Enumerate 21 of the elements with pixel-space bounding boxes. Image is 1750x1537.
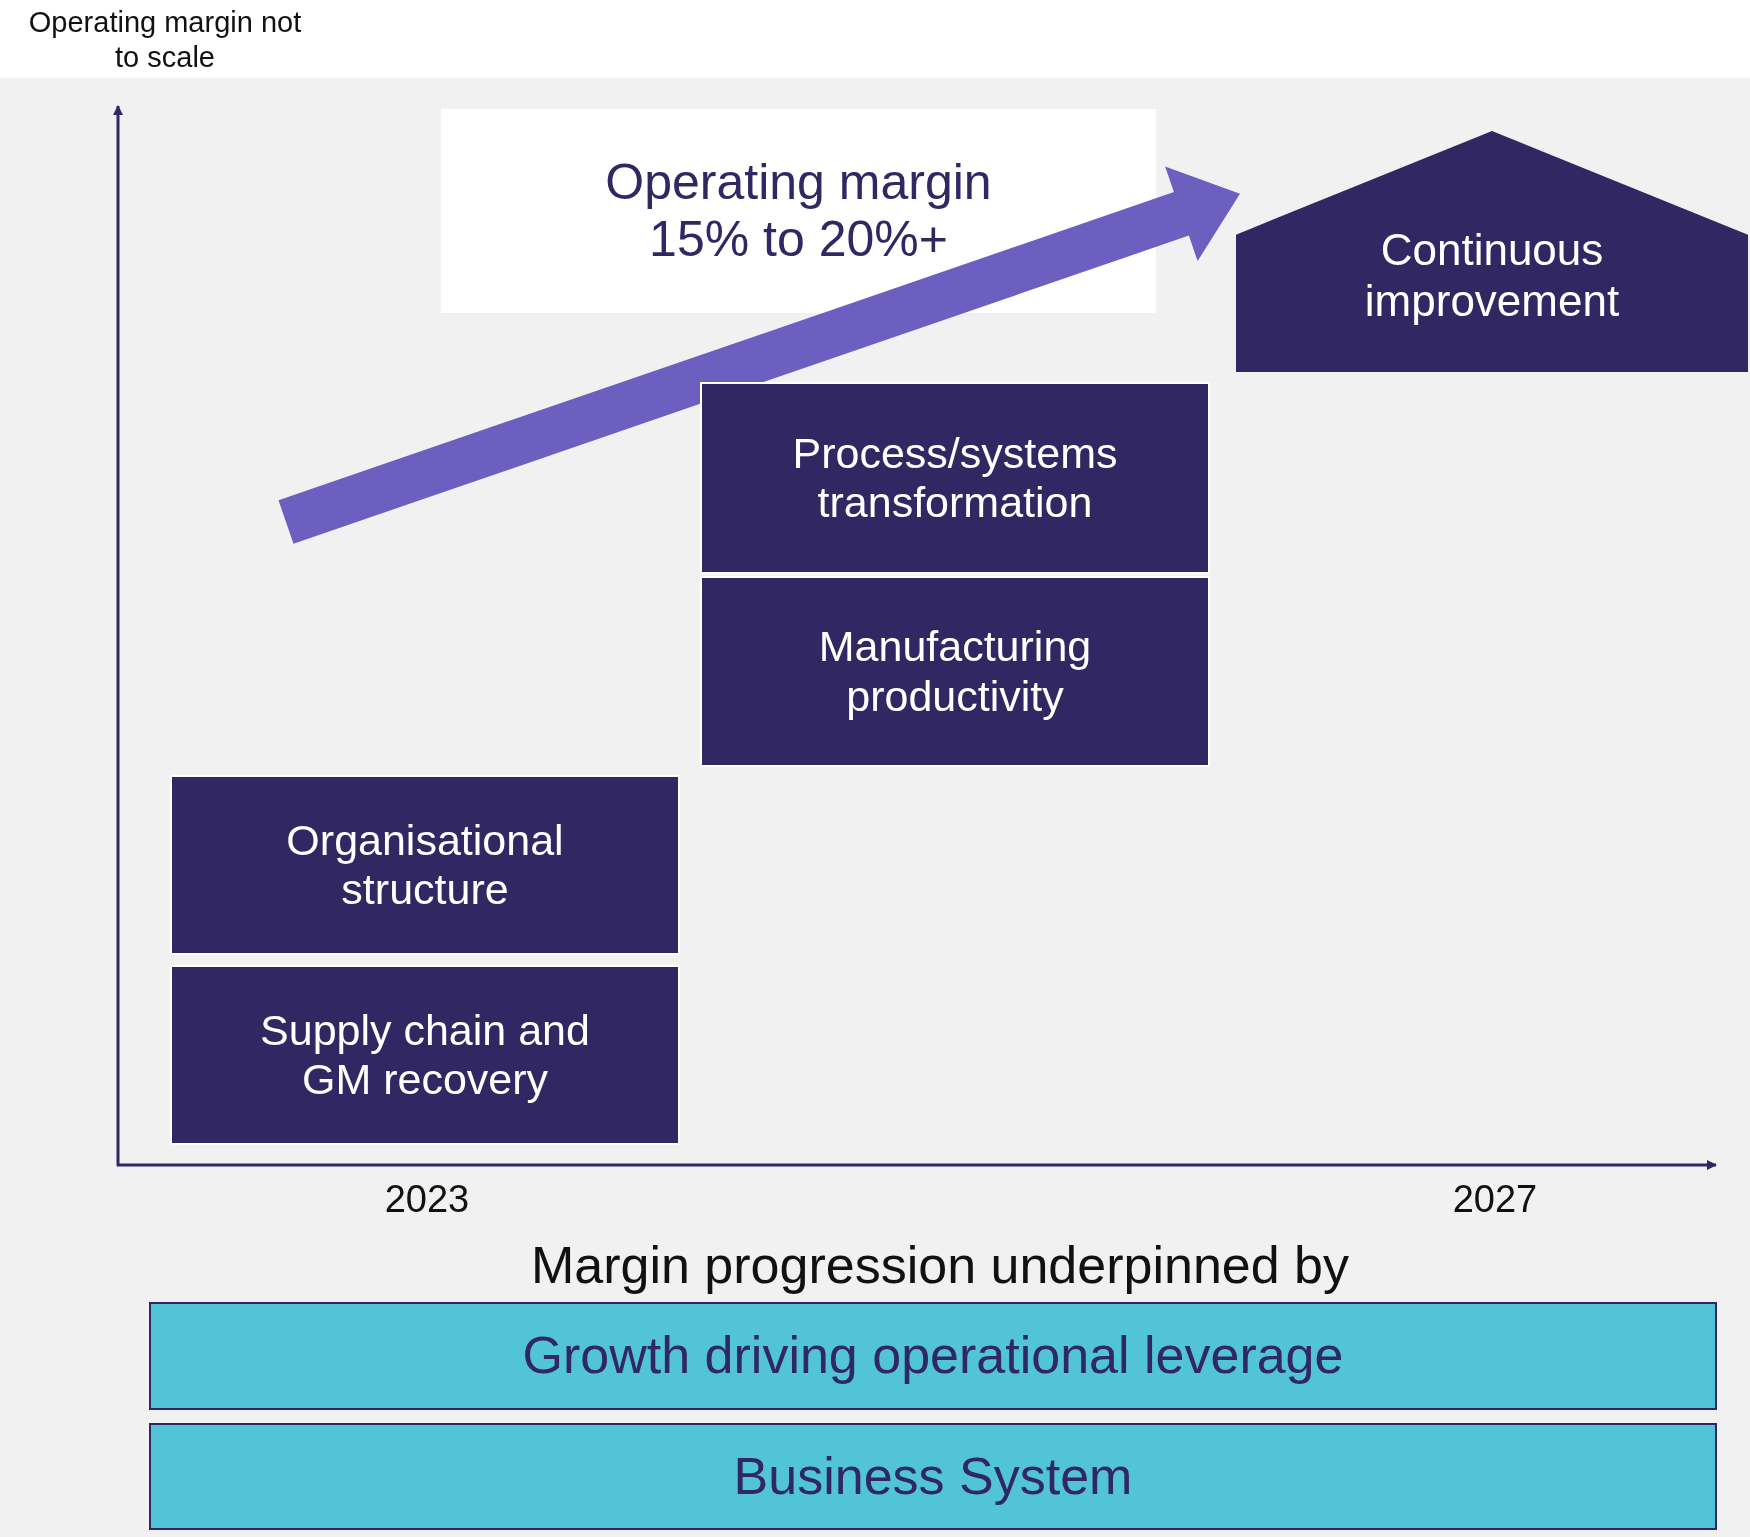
box-text: Operating margin 15% to 20%+ — [604, 153, 993, 269]
section-heading: Margin progression underpinned by — [529, 1235, 1351, 1296]
year-label: 2023 — [383, 1177, 471, 1222]
step-box — [700, 382, 1210, 574]
step-box — [700, 576, 1210, 767]
house-shape — [1236, 131, 1748, 372]
step-box — [170, 775, 680, 955]
box-text: Organisational structure — [285, 815, 565, 915]
axis-title: Operating margin not to scale — [27, 5, 303, 75]
step-box — [170, 965, 680, 1145]
box-text: Supply chain and GM recovery — [259, 1005, 591, 1105]
year-label: 2027 — [1451, 1177, 1539, 1222]
box-text: Manufacturing productivity — [817, 622, 1093, 721]
trend-arrow — [278, 166, 1240, 544]
headline-box — [441, 109, 1156, 313]
box-text: Growth driving operational leverage — [522, 1326, 1344, 1386]
box-text: Business System — [733, 1446, 1133, 1507]
foundation-bar — [149, 1423, 1717, 1530]
box-text: Continuous improvement — [1363, 225, 1621, 327]
foundation-bar — [149, 1302, 1717, 1410]
box-text: Process/systems transformation — [791, 428, 1119, 528]
